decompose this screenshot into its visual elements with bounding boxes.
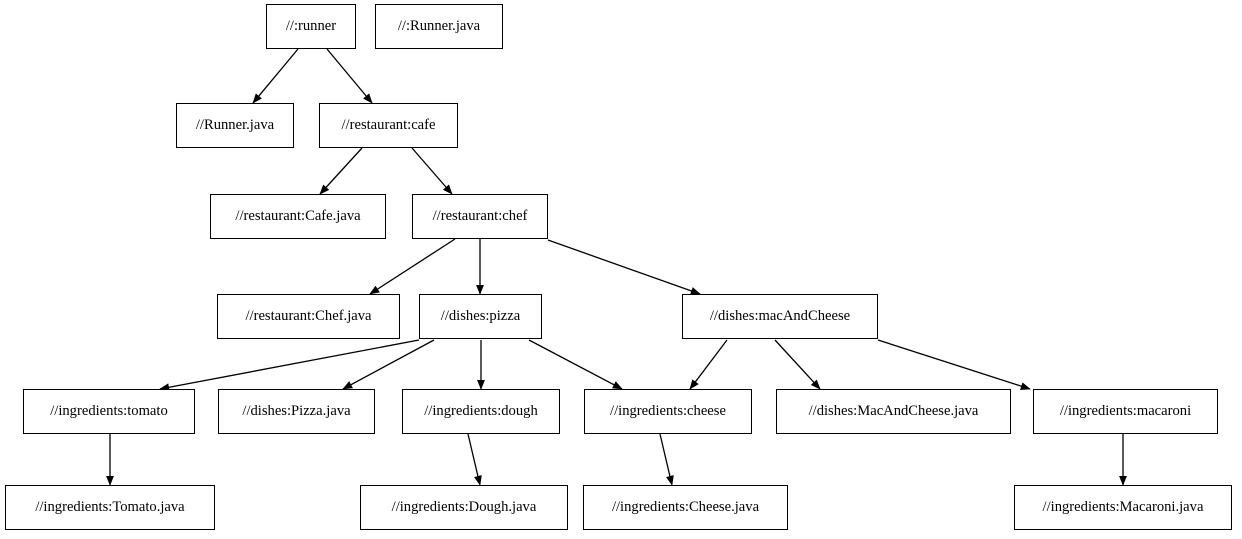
- graph-node-label: //ingredients:tomato: [50, 403, 168, 420]
- graph-node-runner_java_root[interactable]: //:Runner.java: [375, 4, 503, 49]
- graph-edge-dishes_pizza-to-ing_cheese: [528, 339, 623, 390]
- graph-node-label: //ingredients:Cheese.java: [611, 499, 760, 516]
- graph-node-dishes_pizza_java[interactable]: //dishes:Pizza.java: [218, 389, 375, 434]
- graph-node-runner[interactable]: //:runner: [266, 4, 356, 49]
- graph-node-label: //ingredients:Macaroni.java: [1042, 499, 1204, 516]
- graph-node-label: //:Runner.java: [397, 18, 481, 35]
- graph-edge-dishes_pizza-to-ing_tomato: [159, 339, 420, 392]
- graph-node-restaurant_cafe_java[interactable]: //restaurant:Cafe.java: [210, 194, 386, 239]
- graph-edge-ing_dough-to-ing_dough_java: [467, 433, 482, 486]
- graph-edge-dishes_macandcheese-to-ing_macaroni: [877, 339, 1031, 390]
- graph-node-restaurant_chef[interactable]: //restaurant:chef: [412, 194, 548, 239]
- graph-node-label: //dishes:Pizza.java: [242, 403, 351, 420]
- graph-node-label: //dishes:pizza: [440, 308, 521, 325]
- graph-node-ing_macaroni_java[interactable]: //ingredients:Macaroni.java: [1014, 485, 1232, 530]
- graph-node-restaurant_cafe[interactable]: //restaurant:cafe: [319, 103, 458, 148]
- graph-node-runner_java[interactable]: //Runner.java: [176, 103, 294, 148]
- graph-edge-restaurant_chef-to-dishes_macandcheese: [547, 239, 701, 295]
- graph-edge-ing_cheese-to-ing_cheese_java: [659, 433, 674, 486]
- graph-node-ing_cheese_java[interactable]: //ingredients:Cheese.java: [583, 485, 788, 530]
- graph-node-label: //:runner: [285, 18, 337, 35]
- graph-node-dishes_macandcheese[interactable]: //dishes:macAndCheese: [682, 294, 878, 339]
- graph-node-ing_tomato_java[interactable]: //ingredients:Tomato.java: [5, 485, 215, 530]
- graph-node-ing_cheese[interactable]: //ingredients:cheese: [584, 389, 752, 434]
- graph-edge-dishes_pizza-to-dishes_pizza_java: [342, 339, 435, 390]
- graph-edge-dishes_macandcheese-to-dishes_mac_java: [774, 339, 821, 390]
- graph-node-label: //ingredients:cheese: [610, 403, 726, 420]
- graph-node-label: //restaurant:Cafe.java: [235, 208, 361, 225]
- graph-node-label: //dishes:macAndCheese: [709, 308, 851, 325]
- graph-node-dishes_mac_java[interactable]: //dishes:MacAndCheese.java: [776, 389, 1011, 434]
- graph-node-label: //ingredients:Tomato.java: [35, 499, 185, 516]
- graph-node-ing_tomato[interactable]: //ingredients:tomato: [23, 389, 195, 434]
- graph-node-label: //restaurant:cafe: [341, 117, 436, 134]
- graph-edge-restaurant_cafe-to-restaurant_chef: [411, 147, 453, 195]
- graph-node-ing_macaroni[interactable]: //ingredients:macaroni: [1033, 389, 1218, 434]
- graph-node-ing_dough[interactable]: //ingredients:dough: [402, 389, 560, 434]
- graph-node-label: //ingredients:macaroni: [1059, 403, 1192, 420]
- graph-node-label: //dishes:MacAndCheese.java: [808, 403, 979, 420]
- graph-node-ing_dough_java[interactable]: //ingredients:Dough.java: [360, 485, 568, 530]
- graph-edge-dishes_macandcheese-to-ing_cheese: [689, 339, 728, 390]
- graph-node-dishes_pizza[interactable]: //dishes:pizza: [419, 294, 542, 339]
- graph-node-label: //restaurant:Chef.java: [245, 308, 372, 325]
- graph-node-label: //ingredients:Dough.java: [391, 499, 537, 516]
- graph-edge-restaurant_chef-to-restaurant_chef_java: [369, 238, 456, 295]
- graph-edge-runner-to-runner_java: [252, 48, 299, 104]
- graph-node-restaurant_chef_java[interactable]: //restaurant:Chef.java: [217, 294, 400, 339]
- graph-node-label: //restaurant:chef: [432, 208, 528, 225]
- graph-node-label: //Runner.java: [195, 117, 275, 134]
- graph-edge-runner-to-restaurant_cafe: [326, 48, 373, 104]
- graph-edge-restaurant_cafe-to-restaurant_cafe_java: [319, 147, 363, 195]
- graph-node-label: //ingredients:dough: [424, 403, 538, 420]
